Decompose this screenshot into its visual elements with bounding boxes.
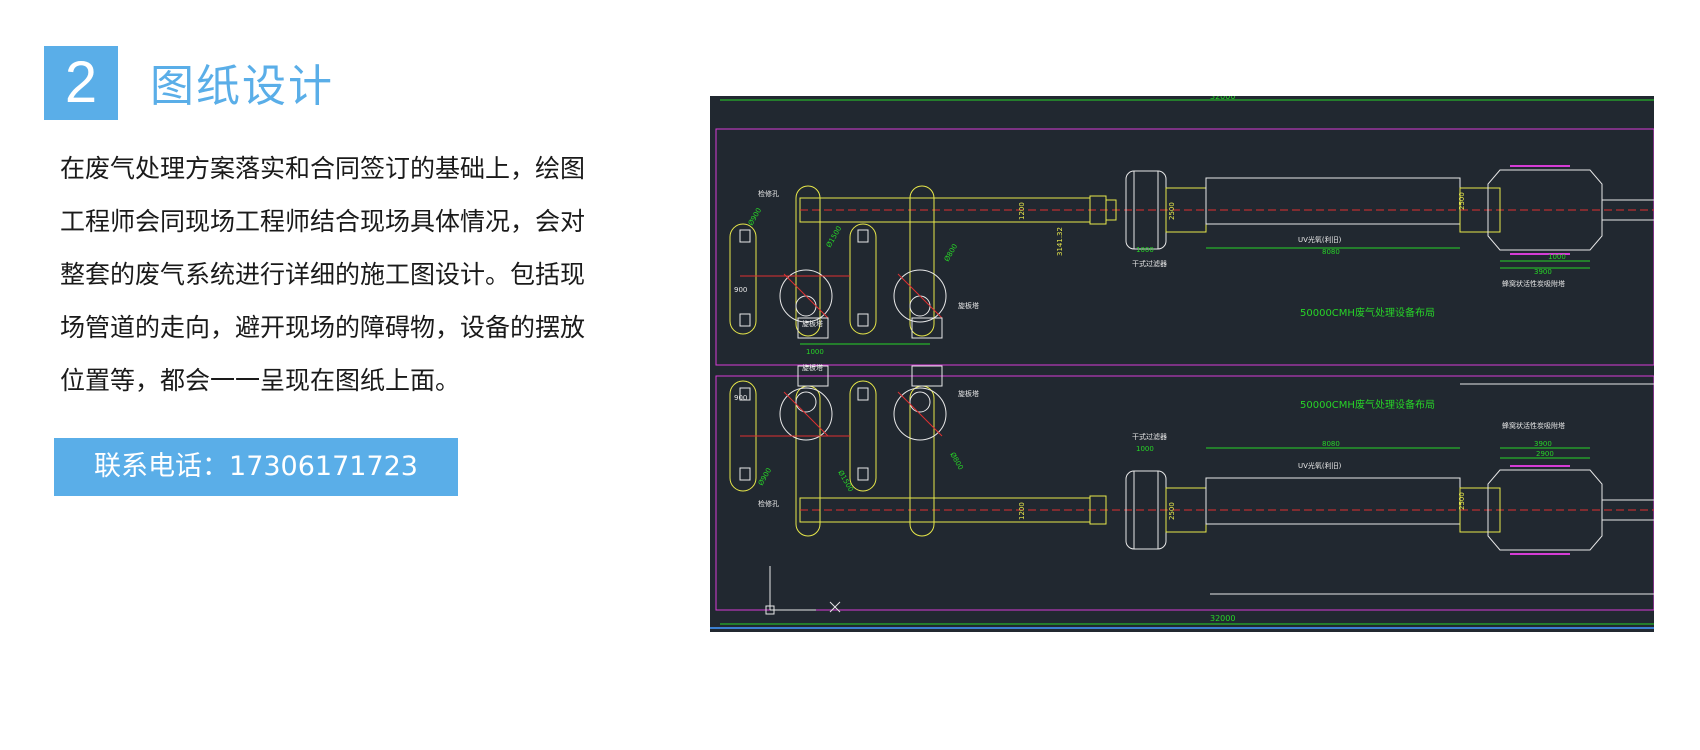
spray-tower-4-label: 旋板塔	[958, 389, 979, 398]
dim-2500-a: 2500	[1168, 202, 1176, 220]
contact-phone-banner[interactable]: 联系电话：17306171723	[54, 438, 458, 496]
carbon-lower-label: 蜂窝状活性炭吸附塔	[1502, 421, 1565, 430]
layout-title-upper: 50000CMH废气处理设备布局	[1300, 306, 1435, 319]
description-line: 工程师会同现场工程师结合现场具体情况，会对	[60, 207, 586, 236]
dim-1000-d: 1000	[806, 348, 824, 356]
dry-filter-lower-label: 干式过滤器	[1132, 432, 1167, 441]
spray-tower-2-label: 旋板塔	[958, 301, 979, 310]
top-overall-dim: 32000	[1210, 96, 1235, 101]
dim-3900-b: 3900	[1534, 440, 1552, 448]
spray-tower-1-label: 旋板塔	[802, 319, 823, 328]
dim-2500-d: 2500	[1458, 492, 1466, 510]
uv-upper-label: UV光氧(利旧)	[1298, 235, 1342, 244]
spray-tower-3-label: 旋板塔	[802, 363, 823, 372]
uv-lower-label: UV光氧(利旧)	[1298, 461, 1342, 470]
cad-layout-drawing: 32000 32000 1200 3141.32 2500 干式过滤器 1000…	[710, 96, 1654, 632]
description-line: 整套的废气系统进行详细的施工图设计。包括现	[60, 260, 586, 289]
dim-2900: 2900	[1536, 450, 1554, 458]
carbon-upper-label: 蜂窝状活性炭吸附塔	[1502, 279, 1565, 288]
dry-filter-upper-label: 干式过滤器	[1132, 259, 1167, 268]
dim-2500-b: 2500	[1458, 192, 1466, 210]
section-title: 图纸设计	[150, 61, 334, 112]
inspection-hole-upper: 检修孔	[758, 189, 779, 198]
dim-8080-b: 8080	[1322, 440, 1340, 448]
cad-background	[710, 96, 1654, 632]
description-line: 场管道的走向，避开现场的障碍物，设备的摆放	[60, 313, 586, 342]
dim-3141: 3141.32	[1056, 227, 1064, 256]
dim-900-upper: 900	[734, 286, 747, 294]
dim-1200-lower: 1200	[1018, 502, 1026, 520]
bottom-overall-dim: 32000	[1210, 614, 1235, 623]
description-line: 在废气处理方案落实和合同签订的基础上，绘图	[60, 154, 586, 183]
dim-2500-c: 2500	[1168, 502, 1176, 520]
section-number-badge: 2	[44, 46, 118, 120]
dim-1000-c: 1000	[1548, 253, 1566, 261]
dim-1000-a: 1000	[1136, 246, 1154, 254]
dim-3900-a: 3900	[1534, 268, 1552, 276]
dim-900-lower: 900	[734, 394, 747, 402]
dim-1000-b: 1000	[1136, 445, 1154, 453]
description-line: 位置等，都会一一呈现在图纸上面。	[60, 366, 461, 395]
dim-8080-a: 8080	[1322, 248, 1340, 256]
layout-title-lower: 50000CMH废气处理设备布局	[1300, 398, 1435, 411]
inspection-hole-lower: 检修孔	[758, 499, 779, 508]
description-paragraph: 在废气处理方案落实和合同签订的基础上，绘图 工程师会同现场工程师结合现场具体情况…	[60, 142, 700, 407]
dim-1200-upper: 1200	[1018, 202, 1026, 220]
